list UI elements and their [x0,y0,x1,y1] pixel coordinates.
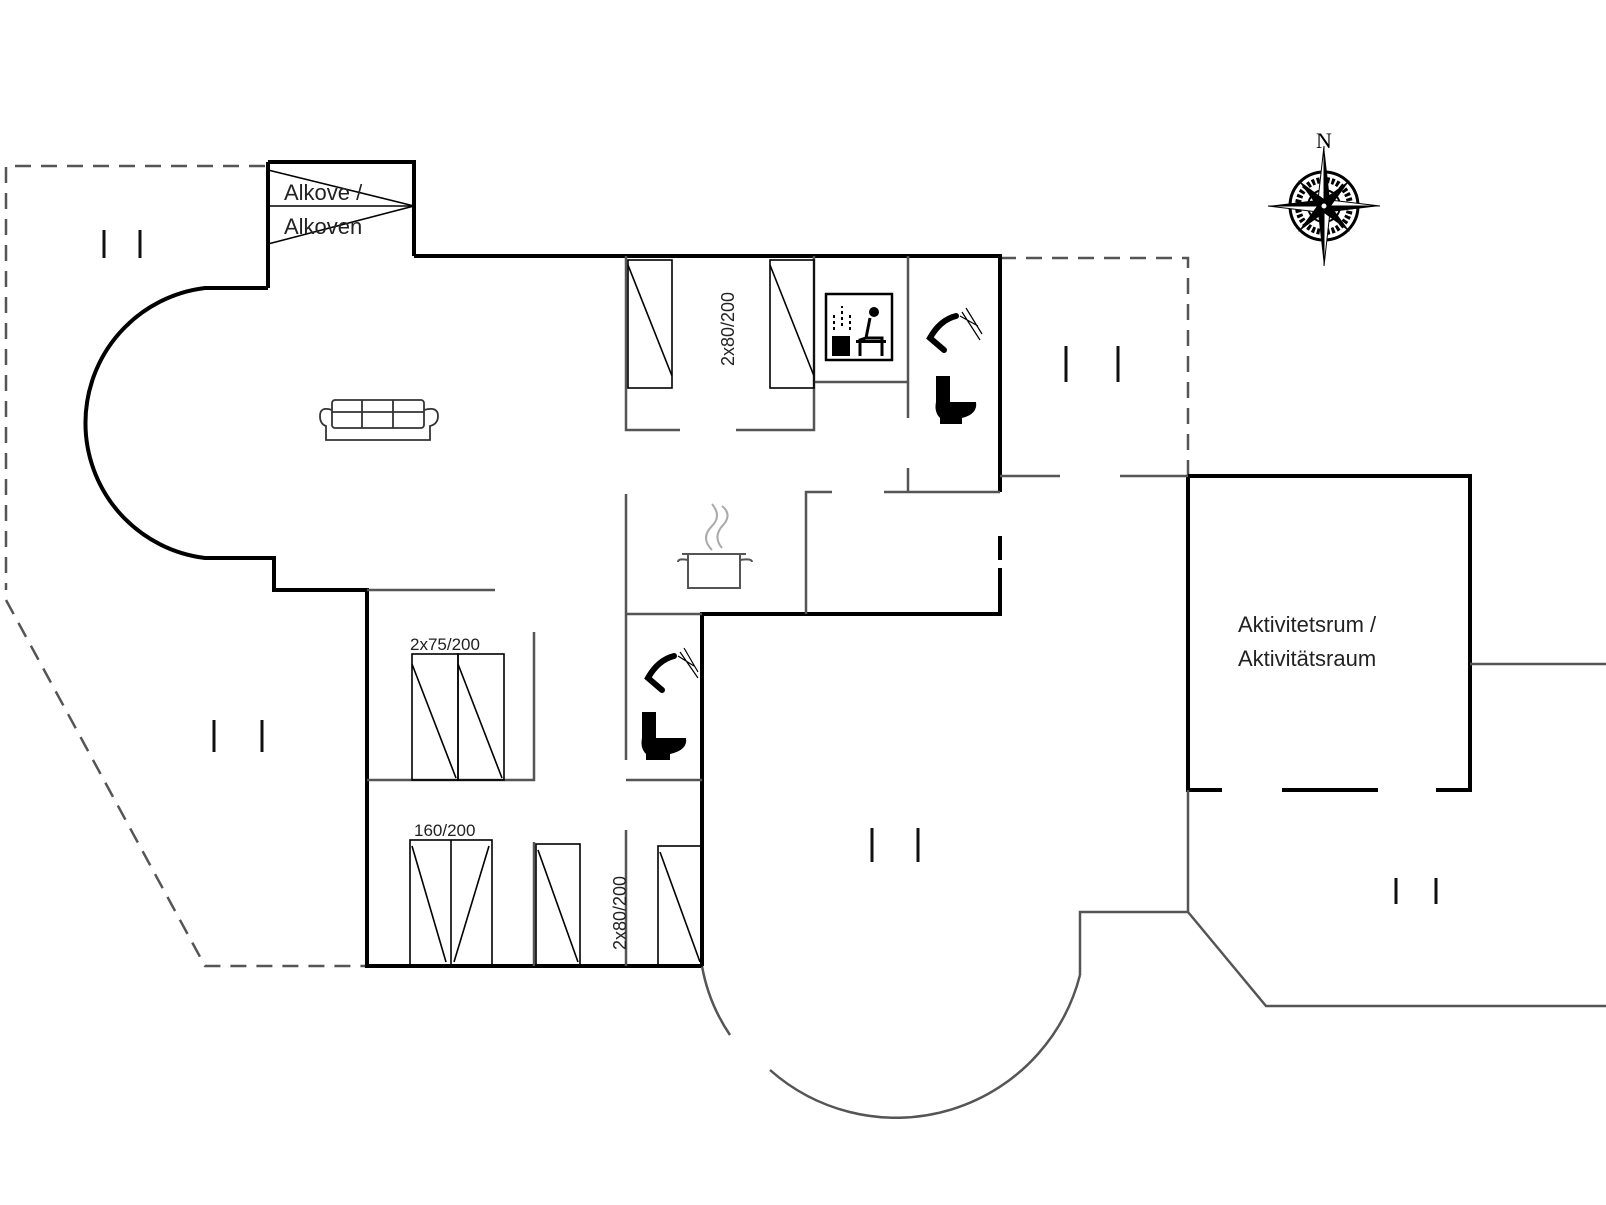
exterior-walls [83,160,1472,968]
activity-room-label-line2: Aktivitätsraum [1238,646,1376,671]
compass-rose-icon [1267,145,1381,267]
alcove-label-line2: Alkoven [284,214,362,239]
sauna-icon [824,292,894,362]
toilet-icon [641,712,687,760]
bed-label-middle: 2x75/200 [410,635,480,654]
activity-room-label-line1: Aktivitetsrum / [1238,612,1377,637]
toilet-icon [935,376,977,424]
alcove-label-line1: Alkove / [284,180,363,205]
sofa-icon [319,399,439,441]
terraces [4,164,1190,968]
shower-icon [644,647,699,693]
labels: Alkove / Alkoven 2x80/200 2x75/200 160/2… [284,180,1377,950]
beds [409,259,815,967]
compass-north-label: N [1316,128,1332,153]
round-terrace [700,965,1082,1120]
bed-label-north: 2x80/200 [718,292,738,366]
alcove-bunks [267,169,415,245]
bed-label-south-double: 160/200 [414,821,475,840]
terrace-marker-icon [102,230,1438,904]
bed-label-south-single: 2x80/200 [610,876,630,950]
cooking-pot-icon [677,503,753,589]
shower-icon [926,307,983,353]
